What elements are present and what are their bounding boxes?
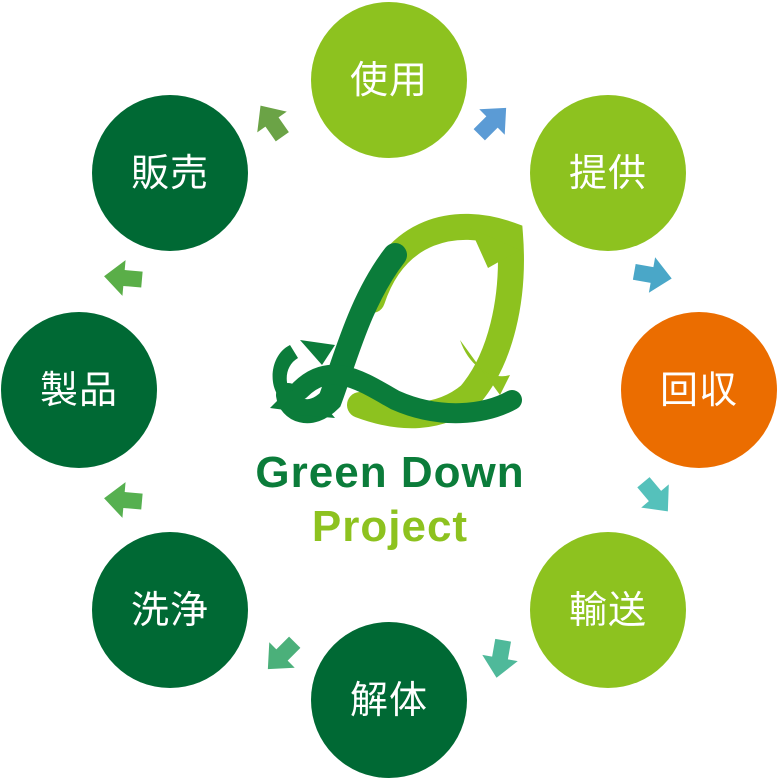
step-label: 製品 xyxy=(39,368,118,412)
step-label: 回収 xyxy=(659,368,738,412)
step-label: 解体 xyxy=(349,678,428,722)
flow-arrow-icon xyxy=(637,477,669,512)
flow-arrows xyxy=(104,105,672,678)
step-node-use: 使用 xyxy=(311,2,467,158)
project-title-line1: Green Down xyxy=(255,448,525,497)
step-label: 使用 xyxy=(349,58,428,102)
step-node-disassemble: 解体 xyxy=(311,622,467,778)
step-node-transport: 輸送 xyxy=(530,532,686,688)
step-node-product: 製品 xyxy=(1,312,157,468)
flow-arrow-icon xyxy=(257,105,289,142)
flow-arrow-icon xyxy=(104,482,143,518)
flow-arrow-icon xyxy=(632,257,672,293)
recycle-leaf-logo-icon xyxy=(270,213,524,429)
step-node-provide: 提供 xyxy=(530,95,686,251)
project-title-line2: Project xyxy=(311,502,469,551)
flow-arrow-icon xyxy=(473,107,507,141)
step-label: 提供 xyxy=(568,151,647,195)
step-label: 販売 xyxy=(130,151,209,195)
step-node-collect: 回収 xyxy=(621,312,777,468)
step-node-wash: 洗浄 xyxy=(92,532,248,688)
step-node-sell: 販売 xyxy=(92,95,248,251)
flow-arrow-icon xyxy=(104,260,143,296)
flow-arrow-icon xyxy=(482,638,518,678)
step-label: 洗浄 xyxy=(130,588,209,632)
step-label: 輸送 xyxy=(568,588,647,632)
flow-arrow-icon xyxy=(267,636,301,670)
